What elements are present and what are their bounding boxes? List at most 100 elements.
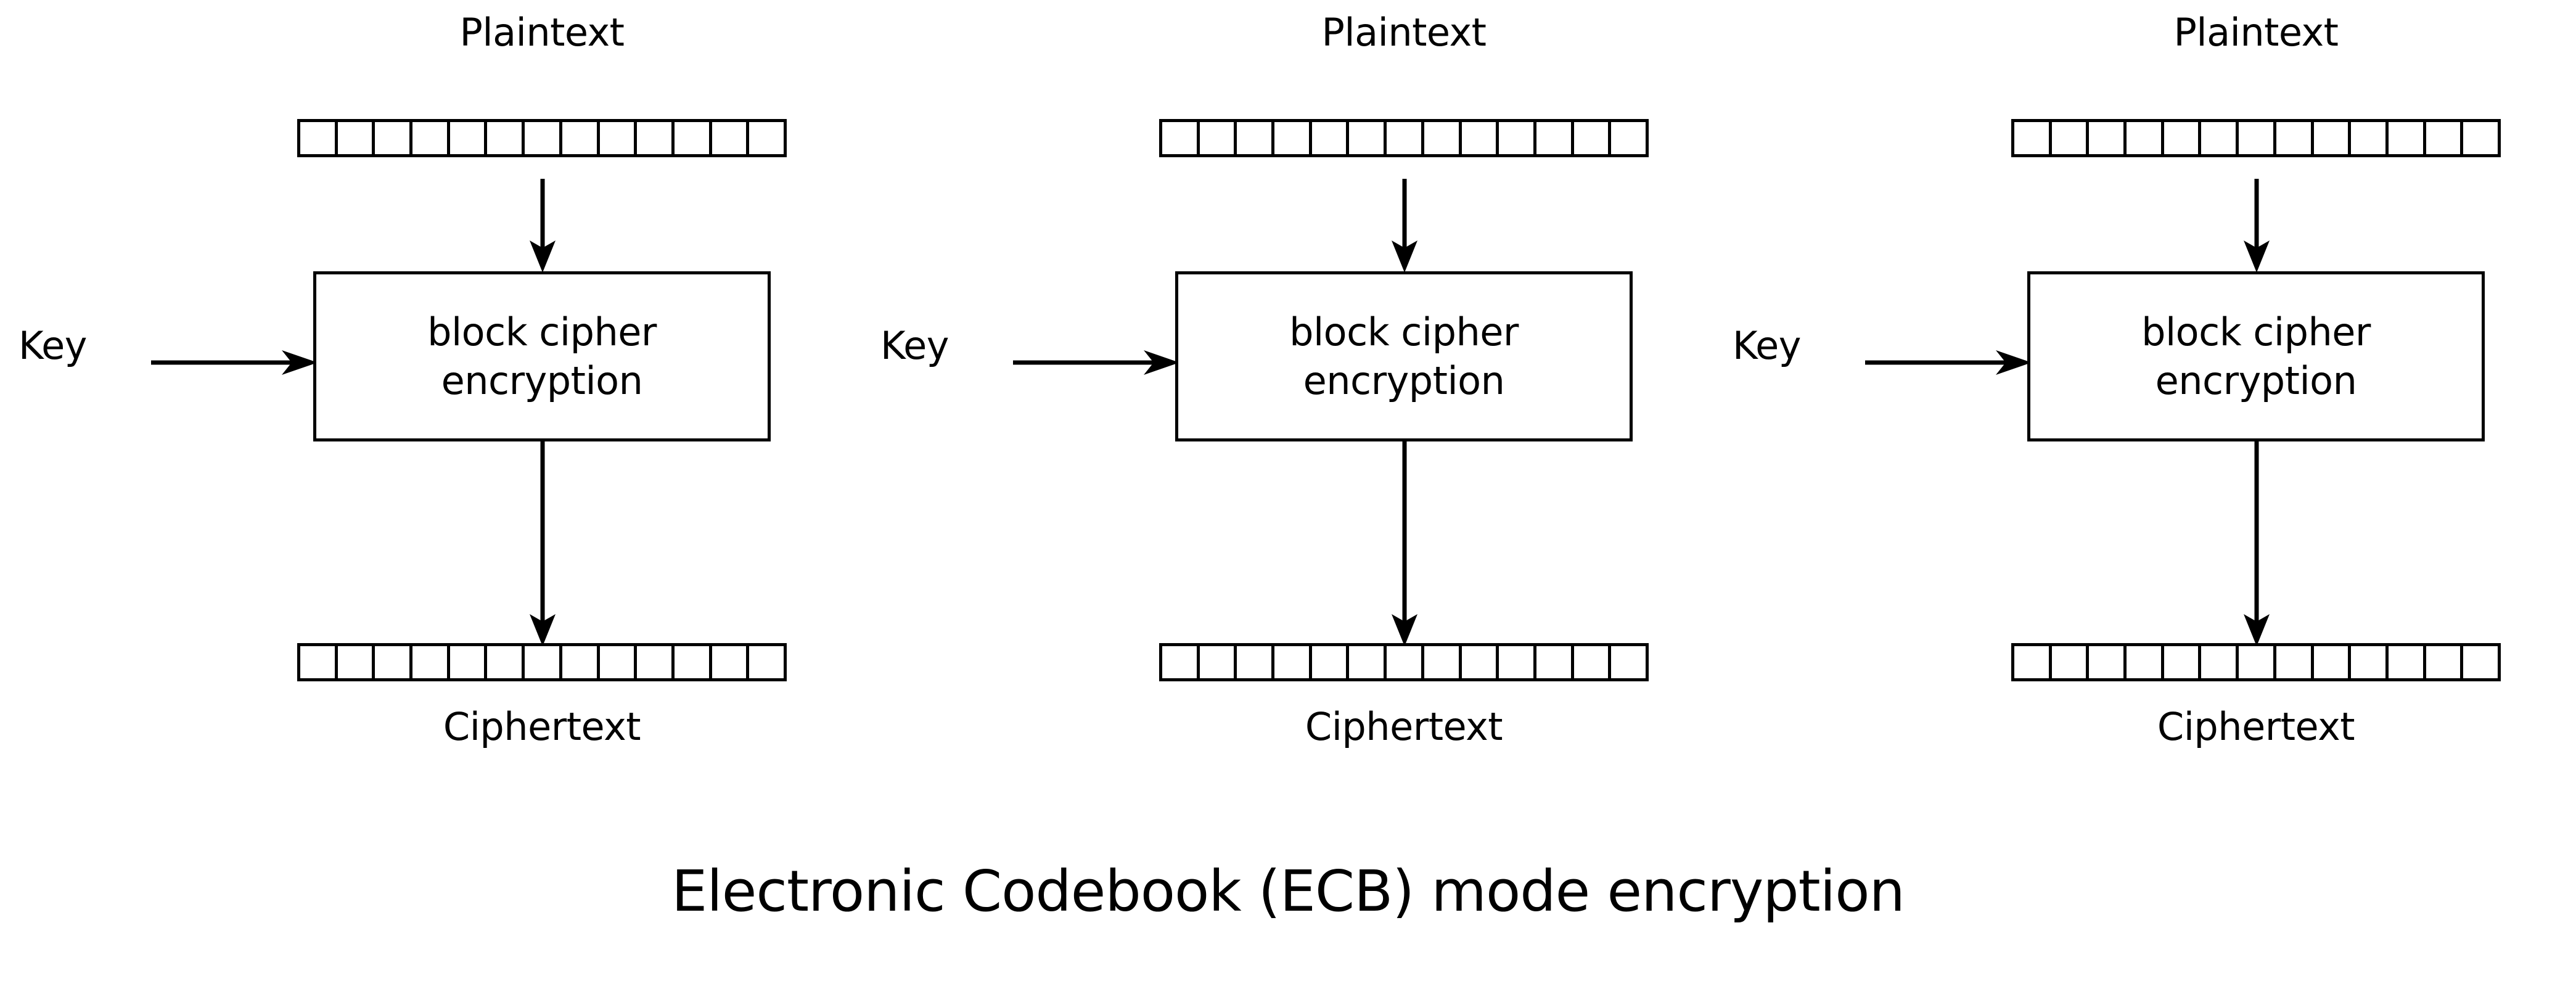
plaintext-cell <box>2239 122 2276 154</box>
ciphertext-cell <box>1499 646 1536 678</box>
plaintext-bar <box>297 119 787 157</box>
arrow-down-icon <box>2235 179 2278 273</box>
ciphertext-cell <box>2164 646 2202 678</box>
plaintext-cell <box>562 122 600 154</box>
plaintext-cell <box>1499 122 1536 154</box>
cipher-box-line-2: encryption <box>1303 358 1505 403</box>
plaintext-cell <box>2014 122 2052 154</box>
arrow-down-icon <box>521 179 564 273</box>
ciphertext-cell <box>1274 646 1312 678</box>
ciphertext-label: Ciphertext <box>1305 704 1503 749</box>
ciphertext-cell <box>2426 646 2464 678</box>
plaintext-cell <box>2426 122 2464 154</box>
plaintext-cell <box>675 122 712 154</box>
ecb-block-group-3: Plaintext <box>1714 0 2572 795</box>
ciphertext-cell <box>1424 646 1462 678</box>
diagram-title: Electronic Codebook (ECB) mode encryptio… <box>671 858 1905 924</box>
plaintext-cell <box>487 122 525 154</box>
key-label: Key <box>1733 323 1801 368</box>
ciphertext-cell <box>487 646 525 678</box>
ciphertext-cell <box>2201 646 2239 678</box>
ciphertext-cell <box>1536 646 1574 678</box>
plaintext-cell <box>2463 122 2498 154</box>
plaintext-cell <box>375 122 413 154</box>
plaintext-cell <box>412 122 450 154</box>
arrow-right-icon <box>1013 344 1179 381</box>
plaintext-cell <box>2089 122 2127 154</box>
plaintext-cell <box>1462 122 1499 154</box>
ciphertext-cell <box>1387 646 1424 678</box>
ciphertext-cell <box>1349 646 1387 678</box>
plaintext-cell <box>1574 122 1612 154</box>
ciphertext-cell <box>675 646 712 678</box>
ciphertext-cell <box>300 646 338 678</box>
ciphertext-cell <box>600 646 638 678</box>
cipher-box-line-1: block cipher <box>1289 309 1519 355</box>
ciphertext-label: Ciphertext <box>2157 704 2355 749</box>
plaintext-cell <box>1200 122 1237 154</box>
arrow-down-icon <box>1383 440 1426 646</box>
arrow-right-icon <box>151 344 318 381</box>
key-label: Key <box>880 323 949 368</box>
ciphertext-cell <box>2276 646 2314 678</box>
ciphertext-cell <box>412 646 450 678</box>
plaintext-cell <box>1274 122 1312 154</box>
ciphertext-cell <box>2463 646 2498 678</box>
key-label: Key <box>18 323 87 368</box>
ciphertext-cell <box>375 646 413 678</box>
ciphertext-cell <box>1462 646 1499 678</box>
ciphertext-cell <box>2052 646 2090 678</box>
arrow-right-icon <box>1865 344 2032 381</box>
arrow-down-icon <box>1383 179 1426 273</box>
ciphertext-cell <box>2389 646 2426 678</box>
ciphertext-cell <box>1237 646 1275 678</box>
ciphertext-cell <box>1611 646 1646 678</box>
ciphertext-cell <box>1162 646 1200 678</box>
plaintext-label: Plaintext <box>459 10 625 55</box>
ciphertext-cell <box>749 646 784 678</box>
ciphertext-cell <box>1312 646 1350 678</box>
ciphertext-cell <box>2314 646 2352 678</box>
ecb-block-group-2: Plaintext <box>862 0 1720 795</box>
ciphertext-cell <box>562 646 600 678</box>
plaintext-cell <box>2127 122 2164 154</box>
plaintext-cell <box>2164 122 2202 154</box>
arrow-down-icon <box>2235 440 2278 646</box>
ciphertext-cell <box>525 646 562 678</box>
ciphertext-cell <box>1200 646 1237 678</box>
plaintext-cell <box>637 122 675 154</box>
plaintext-cell <box>2201 122 2239 154</box>
plaintext-cell <box>2389 122 2426 154</box>
ciphertext-cell <box>712 646 750 678</box>
ciphertext-cell <box>338 646 375 678</box>
ciphertext-cell <box>2127 646 2164 678</box>
cipher-box-line-1: block cipher <box>2141 309 2371 355</box>
cipher-box-line-1: block cipher <box>427 309 657 355</box>
plaintext-cell <box>525 122 562 154</box>
plaintext-cell <box>1387 122 1424 154</box>
plaintext-cell <box>1349 122 1387 154</box>
plaintext-cell <box>749 122 784 154</box>
ciphertext-cell <box>2089 646 2127 678</box>
plaintext-cell <box>1536 122 1574 154</box>
ciphertext-cell <box>1574 646 1612 678</box>
ecb-block-group-1: Plaintext <box>0 0 858 795</box>
plaintext-cell <box>2314 122 2352 154</box>
block-cipher-encryption-box: block cipher encryption <box>2027 271 2485 441</box>
ciphertext-bar <box>2011 643 2501 681</box>
ciphertext-cell <box>450 646 488 678</box>
plaintext-bar <box>2011 119 2501 157</box>
cipher-box-line-2: encryption <box>441 358 643 403</box>
plaintext-cell <box>1611 122 1646 154</box>
block-cipher-encryption-box: block cipher encryption <box>1175 271 1633 441</box>
plaintext-cell <box>1237 122 1275 154</box>
plaintext-cell <box>450 122 488 154</box>
ciphertext-bar <box>1159 643 1649 681</box>
block-cipher-encryption-box: block cipher encryption <box>313 271 771 441</box>
plaintext-cell <box>1312 122 1350 154</box>
plaintext-cell <box>300 122 338 154</box>
plaintext-cell <box>2351 122 2389 154</box>
plaintext-bar <box>1159 119 1649 157</box>
plaintext-cell <box>2276 122 2314 154</box>
